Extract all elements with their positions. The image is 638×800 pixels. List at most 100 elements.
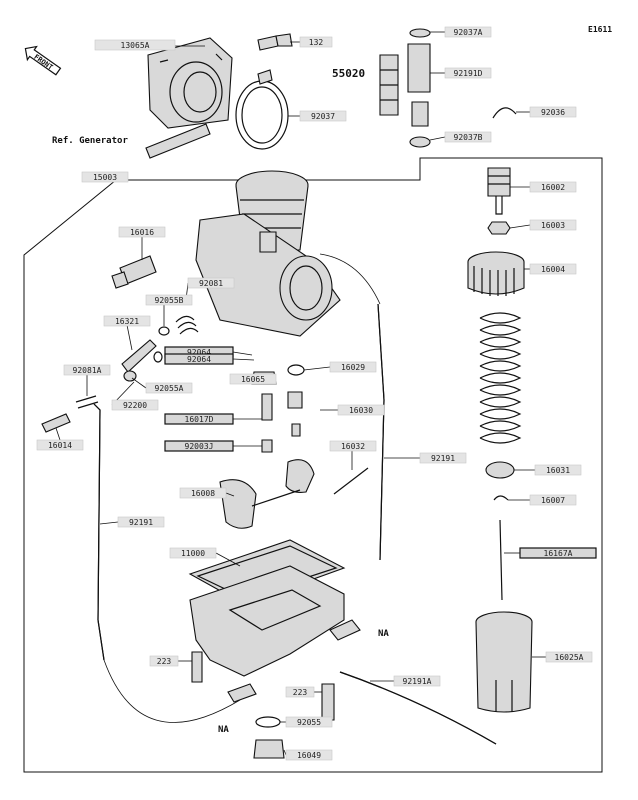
- part-callout-16014: 16014: [36, 427, 84, 451]
- part-callout-92037: 92037: [288, 110, 347, 122]
- part-number-label: 92191: [129, 518, 153, 527]
- assembly-number: 55020: [332, 67, 365, 80]
- vent-tube-set: [379, 28, 431, 148]
- callout-box: [164, 413, 234, 425]
- oring-92055a-part: [153, 351, 163, 363]
- part-number-label: 16007: [541, 496, 565, 505]
- callout-box: [36, 439, 84, 451]
- part-callout-16017d: 16017D: [164, 413, 262, 425]
- part-number-label: 16004: [541, 265, 565, 274]
- tube-route-line: [103, 659, 241, 723]
- part-callout-16049: 16049: [283, 749, 333, 761]
- part-number-label: 16031: [546, 466, 570, 475]
- screw-16002-part: [487, 167, 511, 215]
- part-number-label: 92064: [187, 355, 211, 364]
- spring-92081-part: [175, 315, 199, 335]
- callout-leader-line: [99, 521, 119, 525]
- part-number-label: 92081: [199, 279, 223, 288]
- part-number-label: 16029: [341, 363, 365, 372]
- bracket-na-part: [329, 619, 361, 641]
- part-callout-223: 223: [285, 686, 322, 698]
- callout-box: [534, 464, 582, 476]
- part-number-label: 92064: [187, 348, 211, 357]
- part-number-label: 92191D: [454, 69, 483, 78]
- part-callout-11000: 11000: [169, 547, 241, 567]
- part-number-label: 92055A: [155, 384, 184, 393]
- callout-box: [529, 263, 577, 275]
- ref-generator-label: Ref. Generator: [52, 136, 128, 146]
- callout-box: [111, 399, 159, 411]
- carburetor-body-part: [195, 170, 341, 337]
- part-callout-92081a: 92081A: [63, 364, 111, 396]
- part-callout-16167a: 16167A: [504, 547, 597, 559]
- tube-92191-left-inner: [93, 403, 105, 661]
- callout-leader-line: [232, 351, 253, 356]
- cap-16004-part: [467, 251, 525, 296]
- tube-92191-right-inner: [377, 303, 385, 561]
- part-number-label: 92037: [311, 112, 335, 121]
- tube-route-line: [319, 253, 381, 305]
- part-number-label: 11000: [181, 549, 205, 558]
- part-number-label: 16049: [297, 751, 321, 760]
- part-callout-16065: 16065: [229, 373, 277, 385]
- bracket-part: [145, 123, 211, 159]
- bolt-223-part: [321, 683, 335, 721]
- part-callout-92191d: 92191D: [430, 67, 492, 79]
- part-callout-16002: 16002: [510, 181, 577, 193]
- callout-box: [164, 440, 234, 452]
- float-16031-part: [219, 459, 315, 529]
- callout-leader-line: [429, 136, 446, 141]
- part-callout-16004: 16004: [524, 263, 577, 275]
- part-callout-16029: 16029: [303, 361, 377, 373]
- callout-box: [285, 749, 333, 761]
- part-callout-16025a: 16025A: [532, 651, 593, 663]
- callout-box: [285, 686, 315, 698]
- callout-leader-line: [55, 427, 61, 441]
- callout-leader-line: [225, 492, 235, 497]
- bolt-223-part: [191, 651, 203, 683]
- callout-box: [299, 36, 333, 48]
- part-callout-13065a: 13065A: [94, 39, 205, 51]
- oring-92055b-part: [158, 326, 170, 336]
- na-label: NA: [218, 725, 229, 735]
- part-number-label: 16025A: [555, 653, 584, 662]
- bracket-na-part: [227, 683, 257, 703]
- callout-box: [94, 39, 176, 51]
- part-callout-92036: 92036: [516, 106, 577, 118]
- callout-box: [393, 675, 441, 687]
- part-callout-92037a: 92037A: [430, 26, 492, 38]
- part-callout-132: 132: [290, 36, 333, 48]
- callout-leader-line: [303, 366, 331, 371]
- part-number-label: 13065A: [121, 41, 150, 50]
- part-callout-92064: 92064: [164, 353, 255, 365]
- part-number-label: 92081A: [73, 366, 102, 375]
- callout-box: [529, 181, 577, 193]
- callout-box: [145, 382, 193, 394]
- part-number-label: 92055B: [155, 296, 184, 305]
- part-number-label: 92055: [297, 718, 321, 727]
- bolt-132-part: [257, 33, 293, 51]
- callout-box: [529, 494, 577, 506]
- spring-92081a-part: [75, 395, 99, 409]
- part-callout-16003: 16003: [509, 219, 577, 231]
- callout-leader-line: [131, 377, 147, 389]
- part-callout-15003: 15003: [81, 171, 129, 183]
- screw-16014-part: [41, 413, 71, 433]
- callout-box: [329, 440, 377, 452]
- tube-92191a-inner: [339, 671, 497, 745]
- part-callout-16321: 16321: [103, 315, 151, 351]
- part-number-label: 15003: [93, 173, 117, 182]
- part-number-label: 16030: [349, 406, 373, 415]
- part-callout-92055: 92055: [280, 716, 333, 728]
- callout-box: [285, 716, 333, 728]
- jet-16030-part: [287, 391, 303, 437]
- part-number-label: 16032: [341, 442, 365, 451]
- callout-box: [299, 110, 347, 122]
- callout-box: [187, 277, 235, 289]
- part-number-label: 16002: [541, 183, 565, 192]
- part-number-label: 16008: [191, 489, 215, 498]
- part-callout-92055b: 92055B: [145, 294, 193, 326]
- intake-holder-part: [147, 37, 233, 129]
- part-number-label: 16003: [541, 221, 565, 230]
